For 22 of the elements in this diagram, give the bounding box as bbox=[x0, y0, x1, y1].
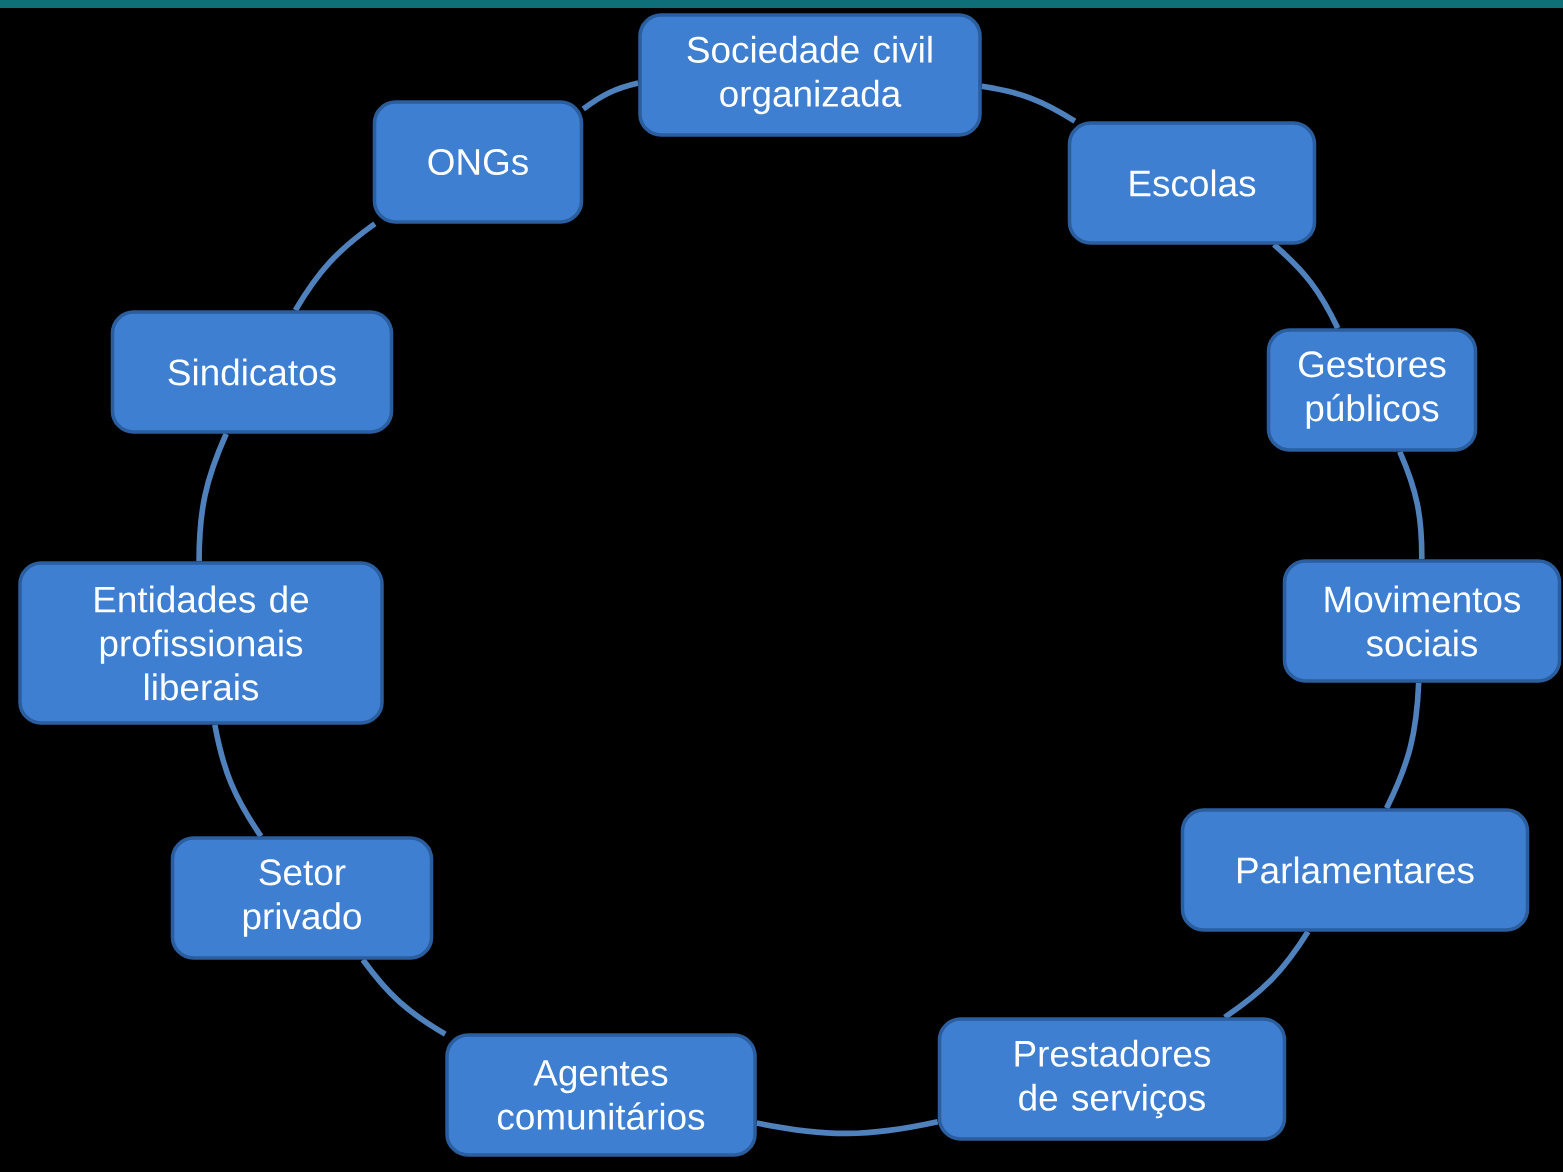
stakeholder-box: Movimentos sociais bbox=[1282, 559, 1562, 683]
ring-connector bbox=[212, 724, 264, 838]
ring-connector bbox=[581, 80, 639, 112]
stakeholder-box: Gestores públicos bbox=[1266, 328, 1478, 452]
ring-connector bbox=[196, 432, 229, 562]
ring-connector bbox=[981, 83, 1077, 124]
stakeholder-box: Sindicatos bbox=[110, 310, 394, 434]
ring-connector bbox=[1397, 450, 1425, 560]
ring-connector bbox=[1223, 930, 1311, 1020]
stakeholder-box: Entidades de profissionais liberais bbox=[18, 561, 384, 725]
stakeholder-box: Setor privado bbox=[170, 836, 434, 960]
stakeholder-box: Escolas bbox=[1067, 121, 1317, 245]
stakeholder-box: ONGs bbox=[372, 100, 584, 224]
ring-connector bbox=[756, 1118, 939, 1137]
stakeholder-box: Sociedade civil organizada bbox=[638, 13, 982, 137]
ring-connector bbox=[360, 958, 447, 1037]
ring-connector bbox=[292, 221, 377, 312]
stakeholder-box: Agentes comunitários bbox=[445, 1033, 757, 1157]
stakeholder-box: Parlamentares bbox=[1180, 808, 1530, 932]
ring-connector bbox=[1272, 242, 1341, 330]
ring-connector bbox=[1384, 682, 1422, 810]
stakeholder-box: Prestadores de serviços bbox=[937, 1017, 1287, 1141]
